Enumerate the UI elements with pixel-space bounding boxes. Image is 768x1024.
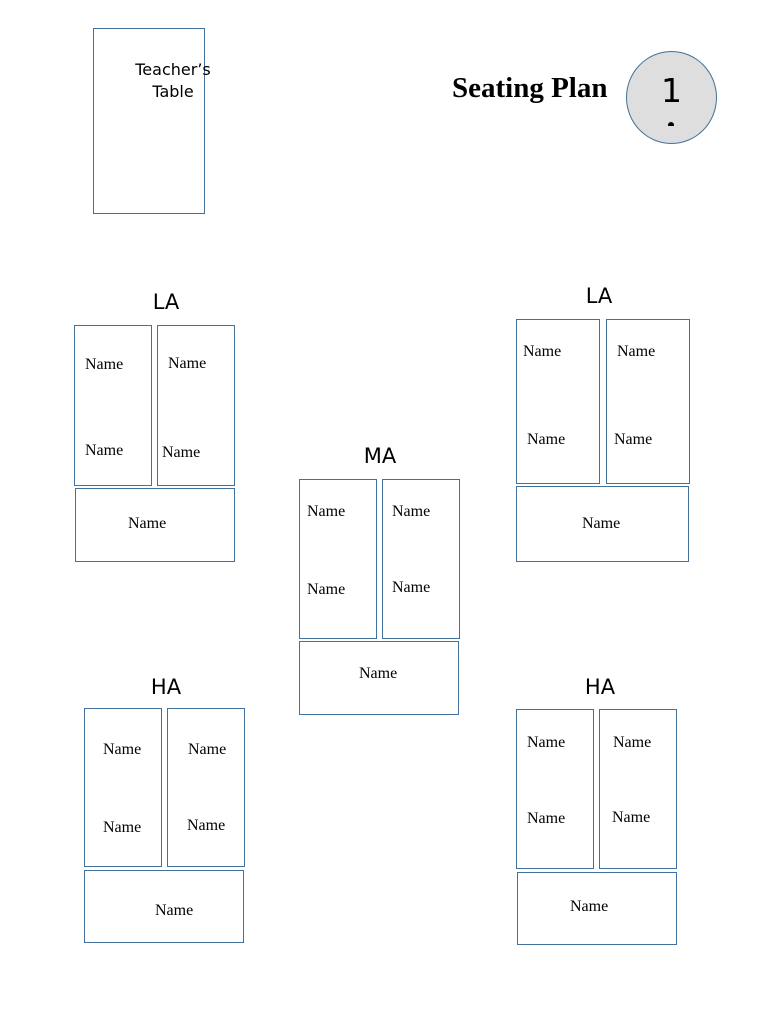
seat-name: Name [168, 355, 207, 372]
group-label-ha-left: HA [150, 675, 182, 699]
desk-ma-center-2 [382, 479, 460, 639]
desk-la-right-1 [516, 319, 600, 484]
page-title: Seating Plan [452, 72, 608, 104]
seat-name: Name [392, 579, 431, 596]
page-number: 1 [661, 71, 682, 110]
page-number-badge: 1 [626, 51, 717, 144]
seat-name: Name [527, 810, 566, 827]
desk-ha-right-2 [599, 709, 677, 869]
seat-name: Name [612, 809, 651, 826]
desk-ha-left-1 [84, 708, 162, 867]
desk-ha-left-3 [84, 870, 244, 943]
seat-name: Name [523, 343, 562, 360]
desk-la-left-3 [75, 488, 235, 562]
seat-name: Name [103, 741, 142, 758]
seat-name: Name [162, 444, 201, 461]
seat-name: Name [613, 734, 652, 751]
seat-name: Name [617, 343, 656, 360]
desk-ha-right-3 [517, 872, 677, 945]
desk-la-right-2 [606, 319, 690, 484]
seat-name: Name [392, 503, 431, 520]
seat-name: Name [527, 734, 566, 751]
seat-name: Name [188, 741, 227, 758]
desk-la-left-2 [157, 325, 235, 486]
seat-name: Name [527, 431, 566, 448]
seat-name: Name [103, 819, 142, 836]
group-label-la-right: LA [585, 284, 613, 308]
group-label-ma-center: MA [363, 444, 397, 468]
seat-name: Name [85, 356, 124, 373]
seat-name: Name [570, 898, 609, 915]
page-number-dot-icon [667, 121, 675, 126]
seat-name: Name [85, 442, 124, 459]
teacher-table-label-line1: Teacher’s [135, 60, 211, 79]
seat-name: Name [614, 431, 653, 448]
desk-la-left-1 [74, 325, 152, 486]
teacher-table-label-line2: Table [152, 82, 194, 101]
seat-name: Name [128, 515, 167, 532]
desk-la-right-3 [516, 486, 689, 562]
desk-ha-right-1 [516, 709, 594, 869]
desk-ma-center-3 [299, 641, 459, 715]
seat-name: Name [187, 817, 226, 834]
seat-name: Name [155, 902, 194, 919]
seat-name: Name [582, 515, 621, 532]
teacher-table-label: Teacher’s Table [120, 59, 226, 103]
seat-name: Name [307, 581, 346, 598]
group-label-la-left: LA [152, 290, 180, 314]
desk-ha-left-2 [167, 708, 245, 867]
teacher-table [93, 28, 205, 214]
group-label-ha-right: HA [584, 675, 616, 699]
desk-ma-center-1 [299, 479, 377, 639]
seat-name: Name [359, 665, 398, 682]
seat-name: Name [307, 503, 346, 520]
